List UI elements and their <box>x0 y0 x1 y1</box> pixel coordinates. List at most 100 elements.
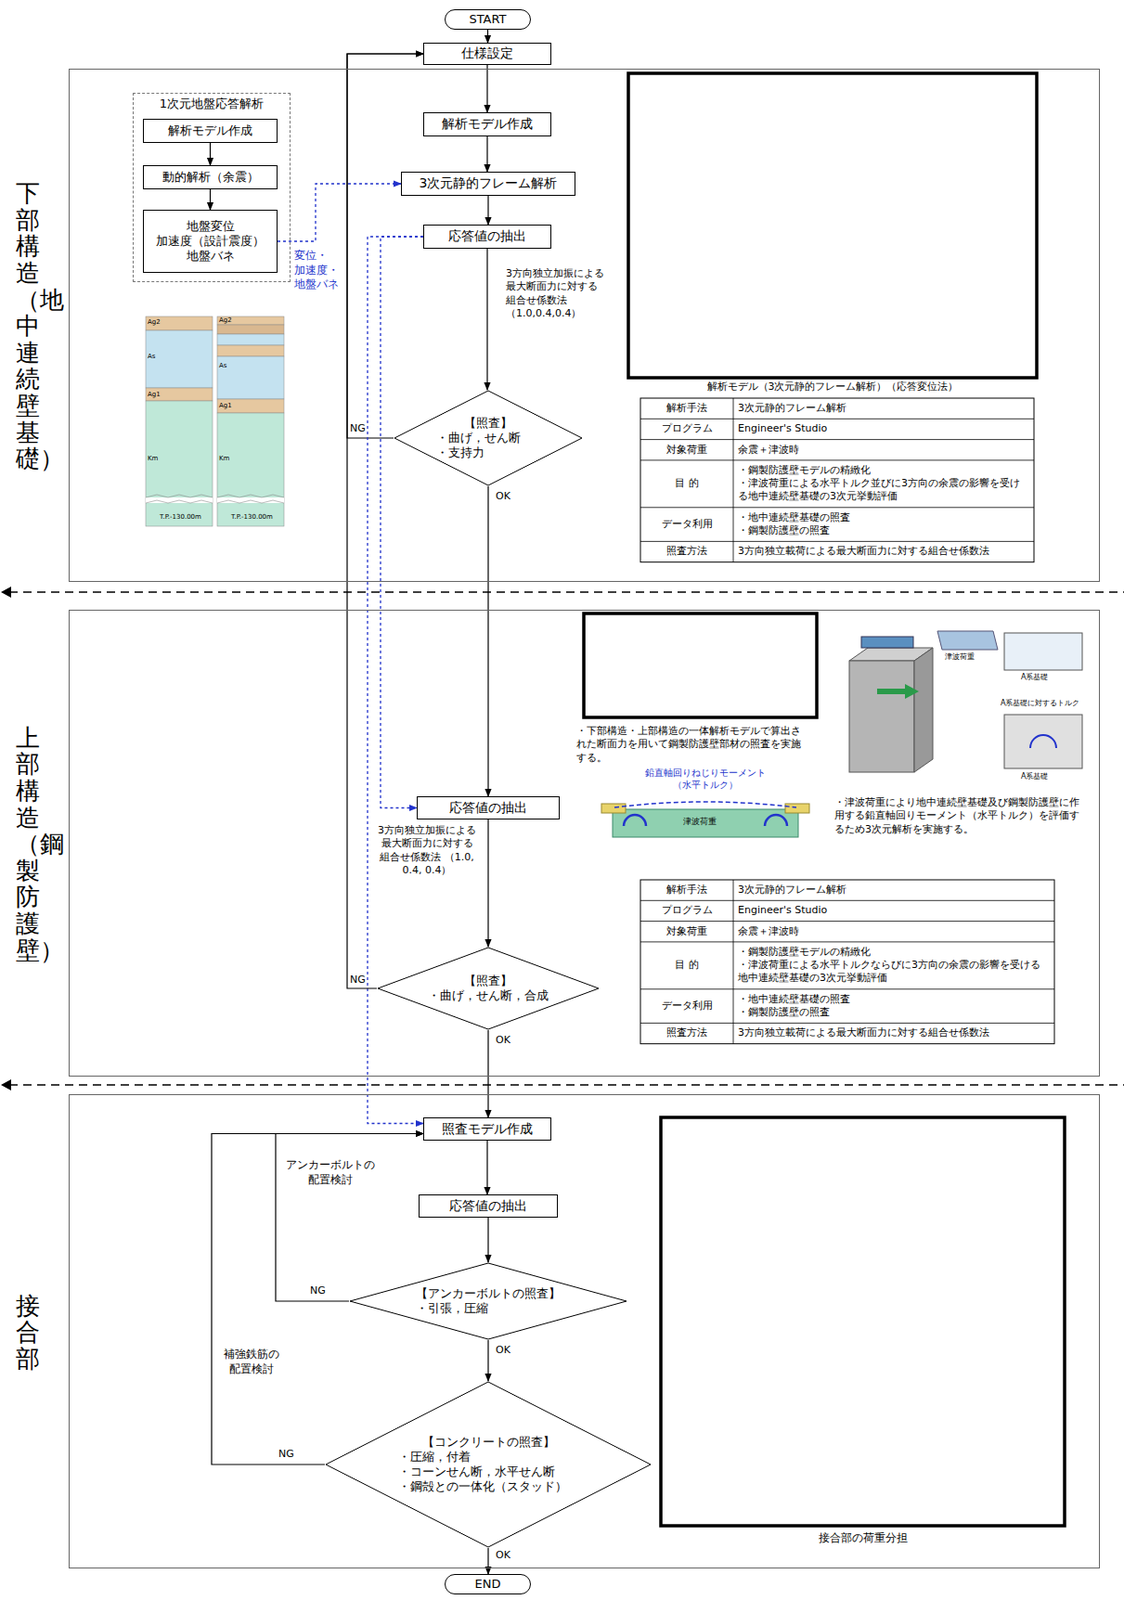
3d-model-figure <box>1030 735 1057 749</box>
table-rule <box>640 1022 1055 1024</box>
decision-text: 【アンカーボルトの照査】・引張，圧縮 <box>415 1286 561 1318</box>
soil-column <box>145 494 213 504</box>
flow-arrow <box>487 486 489 797</box>
flow-arrow <box>275 1134 424 1303</box>
flow-arrow <box>487 1548 489 1575</box>
torque-figure <box>623 814 646 827</box>
torque-figure <box>601 803 626 814</box>
decision-criteria: ・曲げ，せん断，合成 <box>427 988 549 1004</box>
3d-model-figure <box>849 660 915 773</box>
table-cell: ・地中連続壁基礎の照査 ・鋼製防護壁の照査 <box>737 511 1030 539</box>
method-note: 3方向独立加振による 最大断面力に対する 組合せ係数法 （1.0,0.4,0.4… <box>505 267 629 321</box>
section-separator <box>0 586 1124 1091</box>
start-terminal: START <box>444 9 531 30</box>
table-cell: 余震＋津波時 <box>737 925 1050 939</box>
decision-diamond: 【照査】・曲げ，せん断 ・支持力 <box>393 389 583 487</box>
diamond-outline <box>325 1382 651 1548</box>
diamond-outline <box>349 1263 627 1340</box>
flow-arrow <box>487 819 489 947</box>
stratum-label: Km <box>219 454 230 464</box>
table-rule <box>640 941 1055 943</box>
table-cell: Engineer's Studio <box>737 422 1030 436</box>
table-cell: 3次元静的フレーム解析 <box>737 401 1030 415</box>
soil-column <box>145 316 285 527</box>
decision-criteria: ・圧縮，付着 ・コーンせん断，水平せん断 ・鋼殻との一体化（スタッド） <box>398 1449 580 1496</box>
stratum-label: As <box>219 361 227 371</box>
table-cell: 対象荷重 <box>645 925 729 939</box>
3d-model-figure <box>877 688 905 695</box>
table-cell: 照査方法 <box>645 1026 729 1040</box>
table-rule <box>733 398 735 563</box>
box-label: 解析モデル作成 <box>441 116 533 133</box>
table-rule <box>640 900 1055 902</box>
section-title: 下部構造（地中連続壁基礎） <box>15 180 40 473</box>
stratum-label: Ag2 <box>219 316 233 325</box>
figure-label: 鉛直軸回りねじりモーメント （水平トルク） <box>603 766 808 791</box>
process-box: 応答値の抽出 <box>423 224 552 249</box>
table-grid <box>640 398 1034 563</box>
section-separator <box>0 1079 12 1091</box>
loop-note: アンカーボルトの 配置検討 <box>281 1158 380 1188</box>
table-cell: データ利用 <box>645 999 729 1013</box>
figure-label: A系基礎 <box>1020 772 1048 782</box>
stratum-label: As <box>147 352 156 362</box>
soil-column <box>145 400 213 527</box>
soil-column <box>145 330 213 388</box>
branch-label: NG <box>278 1447 295 1461</box>
table-rule <box>640 920 1055 922</box>
table-rule <box>640 418 1034 420</box>
diamond-outline <box>394 390 582 486</box>
decision-text: 【照査】・曲げ，せん断，合成 <box>427 973 549 1005</box>
flow-note: 変位・ 加速度・ 地盤バネ <box>294 248 347 293</box>
torque-figure <box>601 801 810 838</box>
table-cell: 3方向独立載荷による最大断面力に対する組合せ係数法 <box>737 544 1030 558</box>
table-cell: 解析手法 <box>645 401 729 415</box>
image-placeholder <box>628 73 1037 378</box>
flow-arrow <box>487 1217 489 1263</box>
box-label: 照査モデル作成 <box>441 1121 533 1138</box>
process-box: 照査モデル作成 <box>423 1117 552 1141</box>
soil-column <box>217 356 285 400</box>
soil-column <box>217 345 285 357</box>
process-box: 応答値の抽出 <box>416 796 560 820</box>
table-cell: 照査方法 <box>645 544 729 558</box>
flow-arrow <box>486 248 488 390</box>
3d-model-figure <box>1004 633 1083 671</box>
data-flow-arrow <box>380 236 424 809</box>
section-band: 接合部照査モデル作成応答値の抽出【アンカーボルトの照査】・引張，圧縮【コンクリー… <box>68 1094 1100 1569</box>
flow-arrow <box>347 53 424 439</box>
table-rule <box>640 541 1034 543</box>
process-box: 仕様設定 <box>423 42 552 65</box>
box-label: 地盤変位 加速度（設計震度） 地盤バネ <box>148 219 272 265</box>
table-cell: 3方向独立載荷による最大断面力に対する組合せ係数法 <box>737 1026 1050 1040</box>
image-placeholder <box>583 613 817 718</box>
figure-label: A系基礎に対するトルク <box>1000 698 1080 709</box>
section-band: 上部構造（鋼製防護壁）応答値の抽出【照査】・曲げ，せん断，合成 <box>68 609 1100 1077</box>
table-cell: ・鋼製防護壁モデルの精緻化 ・津波荷重による水平トルク並びに3方向の余震の影響を… <box>737 464 1030 504</box>
box-label: 解析モデル作成 <box>167 123 253 139</box>
torque-figure <box>785 803 810 814</box>
table-cell: プログラム <box>645 904 729 918</box>
method-note: 3方向独立加振による 最大断面力に対する 組合せ係数法 （1.0, 0.4, 0… <box>373 824 481 878</box>
note-text: ・津波荷重により地中連続壁基礎及び鋼製防護壁に作用する鉛直軸回りモーメント（水平… <box>834 796 1084 837</box>
stratum-label: Ag2 <box>147 318 161 327</box>
soil-column <box>217 494 285 504</box>
box-label: 3次元静的フレーム解析 <box>419 175 558 193</box>
decision-title: 【照査】 <box>436 415 541 431</box>
figure-label: 津波荷重 <box>683 816 717 828</box>
section-separator <box>0 586 12 598</box>
torque-figure <box>614 801 797 808</box>
figure-label: 津波荷重 <box>944 652 975 662</box>
soil-column <box>217 413 285 527</box>
3d-model-figure <box>849 631 1083 773</box>
branch-label: OK <box>495 1549 511 1563</box>
table-cell: 目 的 <box>645 958 729 972</box>
elevation-label: T.P.-130.00m <box>231 513 273 522</box>
diamond-outline <box>377 947 599 1030</box>
3d-model-figure <box>937 631 998 650</box>
table-rule <box>640 439 1034 440</box>
decision-diamond: 【照査】・曲げ，せん断，合成 <box>376 946 600 1031</box>
box-label: START <box>468 12 506 27</box>
torque-figure <box>612 809 799 838</box>
table-grid <box>640 879 1055 1045</box>
